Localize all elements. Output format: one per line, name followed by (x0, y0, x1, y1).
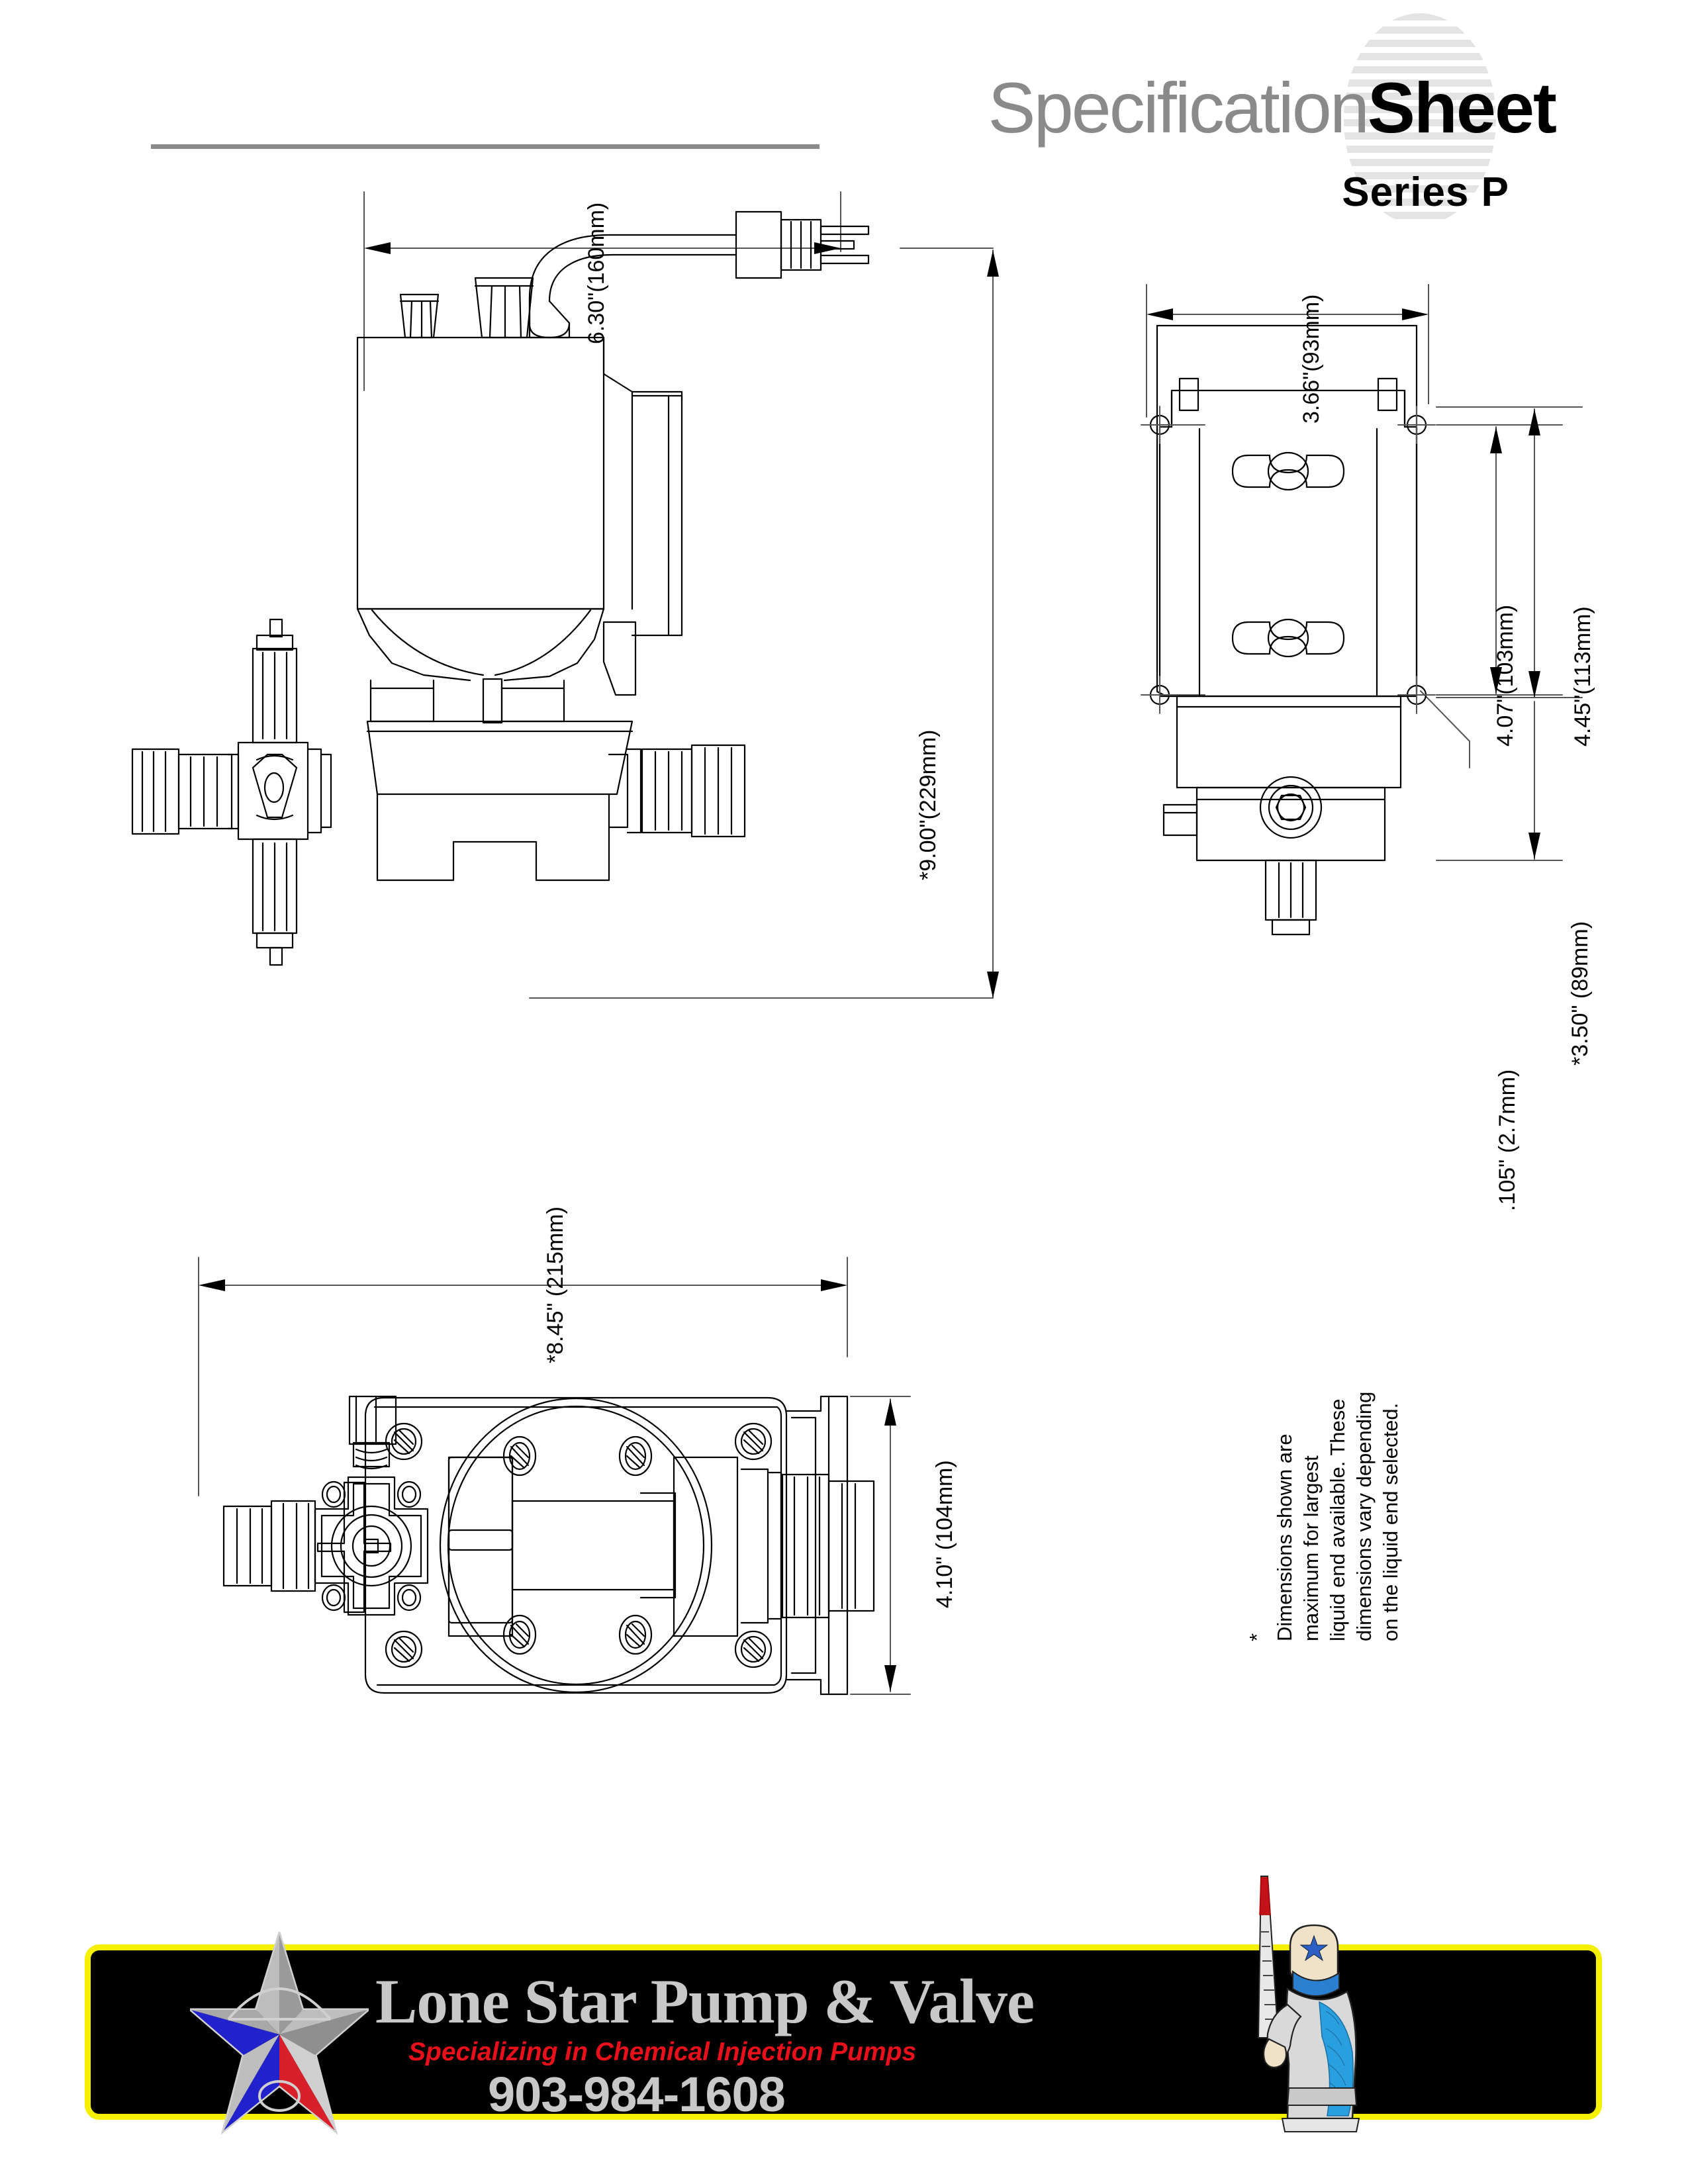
pump-front-elevation-drawing (1125, 278, 1589, 1105)
page-title-sheet: Sheet (1367, 68, 1557, 148)
globe-watermark-icon (1344, 13, 1496, 225)
company-name: Lone Star Pump & Valve (375, 1966, 1035, 2036)
footnote-line-3: liquid end available. These (1326, 1398, 1349, 1641)
dimension-body-height: 4.45"(113mm) (1570, 606, 1595, 747)
footer-banner: Lone Star Pump & Valve Specializing in C… (85, 1876, 1602, 2135)
dimensions-footnote: * Dimensions shown are maximum for large… (1244, 1297, 1589, 1641)
lone-star-logo-icon (190, 1932, 369, 2135)
page-title-specification: Specification (988, 68, 1370, 148)
header-rule (151, 144, 820, 149)
knight-mascot-icon (1257, 1876, 1360, 2132)
pump-bottom-plan-drawing (185, 1244, 927, 1734)
series-label: Series P (1342, 169, 1509, 215)
dimension-length-overall: *8.45" (215mm) (543, 1206, 568, 1363)
dimension-mount-hole-spacing: 4.07"(103mm) (1493, 604, 1518, 747)
footnote-line-4: dimensions vary depending (1352, 1391, 1376, 1641)
page-title: SpecificationSheet (761, 66, 1557, 152)
footnote-line-5: on the liquid end selected. (1379, 1402, 1402, 1641)
dimension-liquid-end-depth: *3.50" (89mm) (1568, 921, 1593, 1066)
dimension-height-overall: *9.00"(229mm) (915, 729, 941, 881)
dimension-width-front: 3.66"(93mm) (1299, 294, 1324, 424)
footnote-line-2: maximum for largest (1299, 1455, 1323, 1641)
pump-side-elevation-drawing (131, 172, 1006, 1112)
dimension-depth-overall: 4.10" (104mm) (932, 1460, 957, 1608)
footnote-marker: * (1245, 1633, 1268, 1641)
footnote-line-1: Dimensions shown are (1273, 1433, 1296, 1641)
dimension-width-top: 6.30"(160mm) (584, 202, 609, 344)
company-tagline: Specializing in Chemical Injection Pumps (408, 2038, 917, 2066)
company-phone: 903-984-1608 (488, 2067, 786, 2122)
dimension-plate-thickness: .105" (2.7mm) (1495, 1069, 1520, 1211)
